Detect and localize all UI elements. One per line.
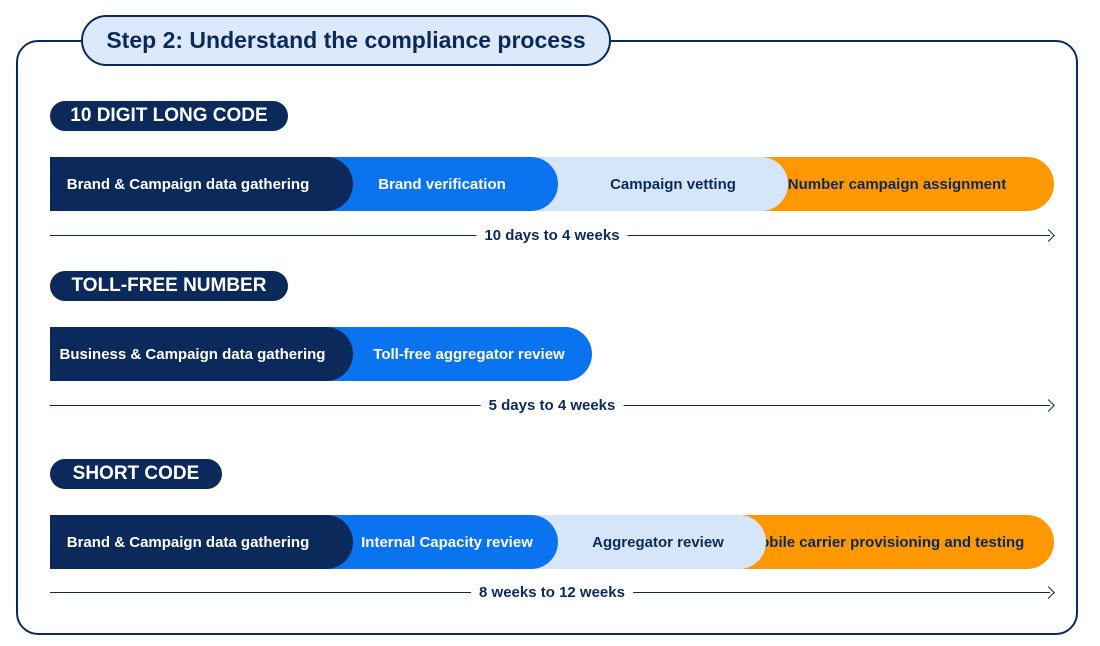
step-label: Brand & Campaign data gathering — [66, 533, 310, 551]
step-brand-campaign-data-gathering: Brand & Campaign data gathering — [50, 157, 353, 211]
timeline-long-code: 10 days to 4 weeks — [50, 226, 1055, 246]
step-label: Aggregator review — [592, 533, 724, 551]
duration-label: 8 weeks to 12 weeks — [471, 583, 633, 603]
duration-label: 10 days to 4 weeks — [476, 226, 628, 246]
step-label: Internal Capacity review — [361, 533, 533, 551]
section-heading-short-code: SHORT CODE — [50, 459, 222, 489]
flow-toll-free: Toll-free aggregator review Business & C… — [50, 327, 592, 381]
step-label: Business & Campaign data gathering — [59, 345, 326, 363]
step-label: Brand & Campaign data gathering — [66, 175, 310, 193]
step-business-campaign-data-gathering: Business & Campaign data gathering — [50, 327, 353, 381]
step-label: Campaign vetting — [610, 175, 736, 193]
step-label: Brand verification — [378, 175, 506, 193]
timeline-toll-free: 5 days to 4 weeks — [50, 396, 1055, 416]
arrow-right-icon — [1042, 399, 1055, 412]
arrow-right-icon — [1042, 229, 1055, 242]
section-heading-toll-free: TOLL-FREE NUMBER — [50, 271, 288, 301]
step-label: Mobile carrier provisioning and testing — [747, 533, 1025, 551]
step-label: Toll-free aggregator review — [373, 345, 565, 363]
section-heading-long-code: 10 DIGIT LONG CODE — [50, 101, 288, 131]
flow-long-code: Number campaign assignment Campaign vett… — [50, 157, 1054, 211]
step-brand-campaign-data-gathering: Brand & Campaign data gathering — [50, 515, 353, 569]
flow-short-code: Mobile carrier provisioning and testing … — [50, 515, 1054, 569]
arrow-right-icon — [1042, 586, 1055, 599]
page-title: Step 2: Understand the compliance proces… — [81, 15, 611, 66]
timeline-short-code: 8 weeks to 12 weeks — [50, 583, 1055, 603]
step-label: Number campaign assignment — [787, 175, 1007, 193]
duration-label: 5 days to 4 weeks — [480, 396, 624, 416]
